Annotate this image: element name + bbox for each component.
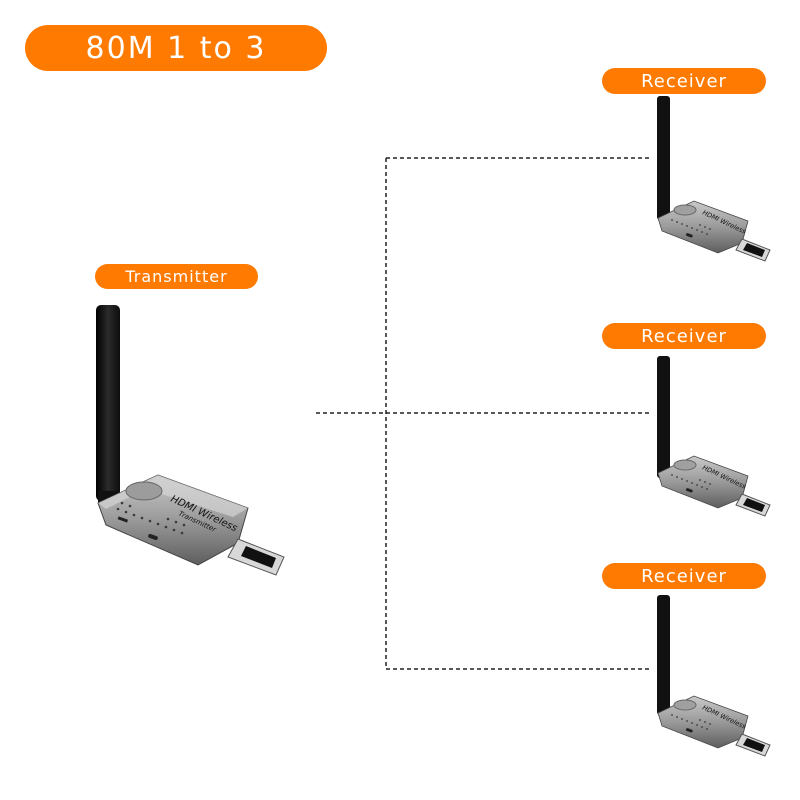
dongle-body-icon: HDMI Wireless Transmitter bbox=[97, 474, 249, 566]
antenna-icon bbox=[657, 595, 670, 715]
title-badge: 80M 1 to 3 bbox=[25, 25, 327, 71]
hdmi-connector-icon bbox=[227, 538, 285, 576]
transmitter-device: HDMI Wireless Transmitter bbox=[96, 305, 285, 576]
title-text: 80M 1 to 3 bbox=[85, 30, 267, 66]
transmitter-label-badge: Transmitter bbox=[95, 264, 258, 289]
receiver-label-3: Receiver bbox=[641, 565, 727, 587]
antenna-icon bbox=[96, 305, 120, 503]
dongle-body-icon: HDMI Wireless bbox=[657, 455, 749, 509]
antenna-icon bbox=[657, 96, 670, 220]
receiver-device-3: HDMI Wireless bbox=[657, 595, 771, 757]
hdmi-connector-icon bbox=[735, 733, 771, 757]
antenna-icon bbox=[657, 356, 670, 478]
hdmi-connector-icon bbox=[735, 493, 771, 517]
receiver-label-1: Receiver bbox=[641, 70, 727, 92]
receiver-device-2: HDMI Wireless bbox=[657, 356, 771, 517]
dongle-body-icon: HDMI Wireless bbox=[657, 695, 749, 749]
receiver-label-badge-2: Receiver bbox=[602, 323, 766, 349]
transmitter-label: Transmitter bbox=[125, 267, 228, 286]
dongle-body-icon: HDMI Wireless bbox=[657, 200, 749, 254]
receiver-label-badge-3: Receiver bbox=[602, 563, 766, 589]
receiver-label-badge-1: Receiver bbox=[602, 68, 766, 94]
receiver-label-2: Receiver bbox=[641, 325, 727, 347]
receiver-device-1: HDMI Wireless bbox=[657, 96, 771, 262]
hdmi-connector-icon bbox=[735, 238, 771, 262]
